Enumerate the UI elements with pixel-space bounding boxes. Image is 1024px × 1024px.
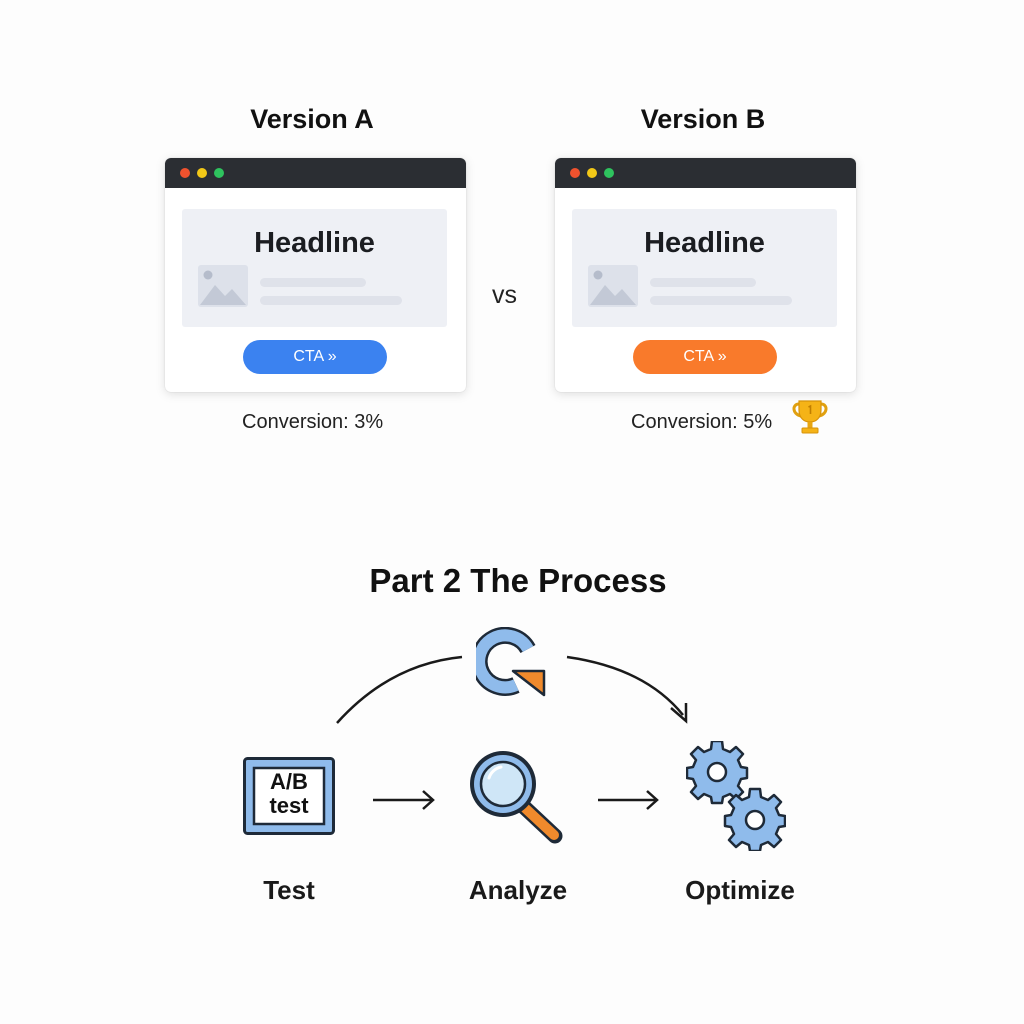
- arrowhead: [670, 703, 688, 724]
- ab-icon-text-line2: test: [269, 793, 309, 818]
- text-line-placeholder: [260, 278, 366, 287]
- cta-button[interactable]: CTA »: [243, 340, 387, 374]
- minimize-dot-icon: [197, 168, 207, 178]
- browser-titlebar: [555, 158, 856, 188]
- trophy-icon: [792, 400, 828, 434]
- version-a-mockup: Headline CTA »: [165, 158, 466, 392]
- process-title: Part 2 The Process: [369, 562, 667, 599]
- curved-connector-right: [566, 655, 684, 716]
- vs-label: vs: [492, 281, 517, 309]
- version-a-title: Version A: [250, 104, 374, 134]
- minimize-dot-icon: [587, 168, 597, 178]
- text-line-placeholder: [260, 296, 402, 305]
- step-label-analyze: Analyze: [468, 875, 568, 905]
- refresh-cycle-icon: [476, 627, 546, 697]
- gears-icon: [686, 741, 786, 851]
- browser-titlebar: [165, 158, 466, 188]
- version-b-mockup: Headline CTA »: [555, 158, 856, 392]
- headline: Headline: [644, 227, 765, 259]
- magnifier-icon: [470, 751, 563, 844]
- maximize-dot-icon: [604, 168, 614, 178]
- text-line-placeholder: [650, 278, 756, 287]
- ab-icon-text-line1: A/B: [270, 769, 308, 794]
- maximize-dot-icon: [214, 168, 224, 178]
- close-dot-icon: [570, 168, 580, 178]
- text-line-placeholder: [650, 296, 792, 305]
- cta-button[interactable]: CTA »: [633, 340, 777, 374]
- close-dot-icon: [180, 168, 190, 178]
- step-label-optimize: Optimize: [685, 875, 795, 905]
- step-label-test: Test: [263, 875, 315, 905]
- curved-connector-left: [336, 655, 463, 724]
- conversion-rate-a: Conversion: 3%: [242, 411, 384, 433]
- hero-section: Headline: [182, 209, 447, 327]
- conversion-rate-b: Conversion: 5%: [631, 411, 773, 433]
- version-b-title: Version B: [640, 104, 766, 134]
- ab-test-icon: A/B test: [243, 757, 335, 835]
- hero-section: Headline: [572, 209, 837, 327]
- image-placeholder-icon: [198, 265, 248, 307]
- headline: Headline: [254, 227, 375, 259]
- image-placeholder-icon: [588, 265, 638, 307]
